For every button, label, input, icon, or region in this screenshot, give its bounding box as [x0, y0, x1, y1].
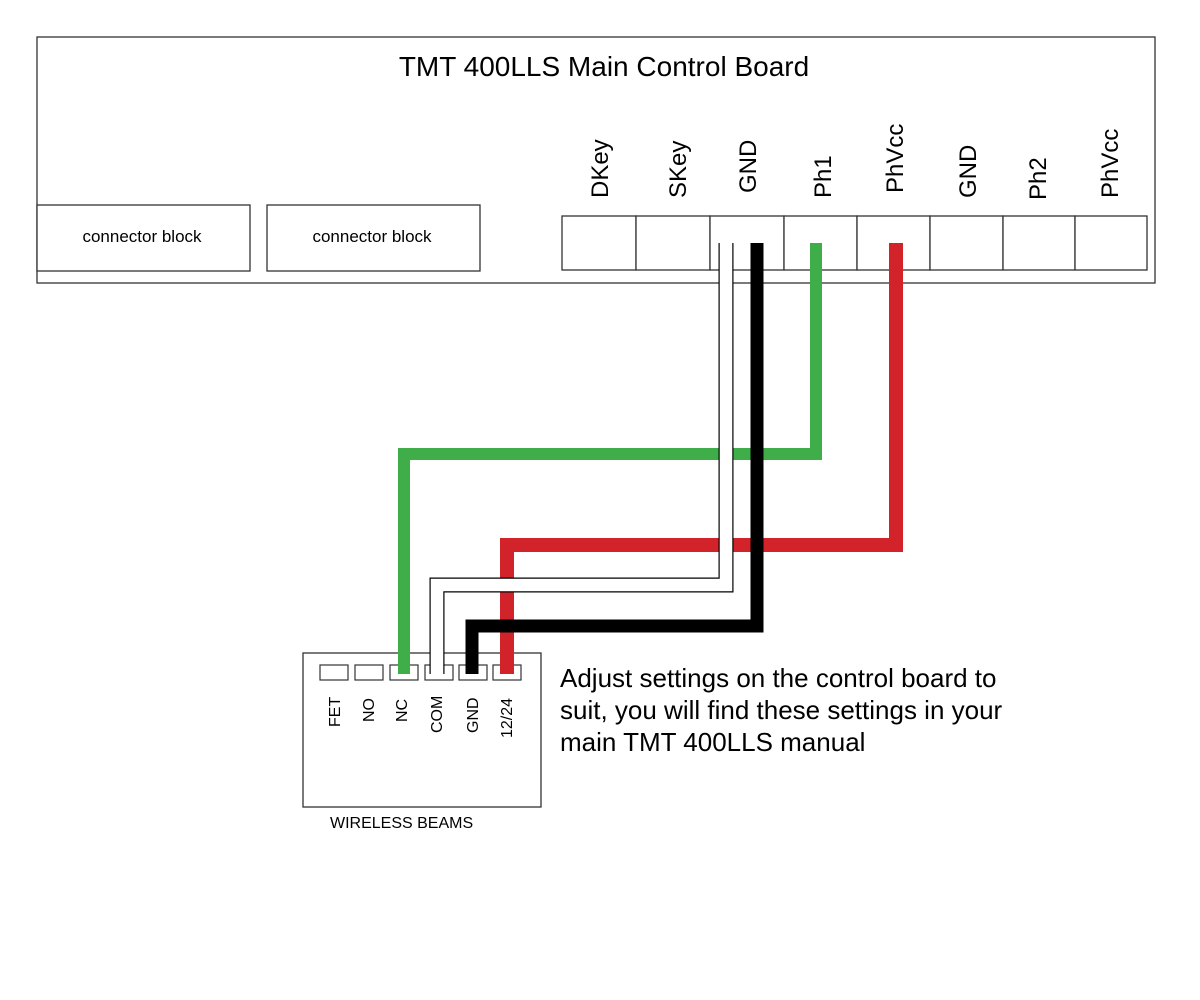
beams-label-nc: NC	[394, 699, 411, 722]
board-terminal-row	[561, 215, 1148, 271]
wire-green-ph1-to-nc	[398, 243, 822, 674]
terminal-gnd-2	[929, 215, 1004, 271]
terminal-label-phvcc-2: PhVcc	[1097, 129, 1124, 198]
wire-white-gnd-to-com	[429, 243, 734, 674]
terminal-label-gnd-1: GND	[735, 140, 762, 193]
terminal-ph2	[1002, 215, 1076, 271]
terminal-label-gnd-2: GND	[955, 145, 982, 198]
terminal-label-ph1: Ph1	[810, 155, 837, 198]
connector-block-1	[36, 204, 251, 272]
beams-label-12-24: 12/24	[499, 698, 516, 738]
terminal-dkey	[561, 215, 637, 271]
wire-black-gnd-to-gnd	[465, 243, 764, 674]
wire-red-phvcc-to-12-24	[500, 243, 903, 674]
wireless-beams-label: WIRELESS BEAMS	[330, 815, 473, 832]
terminal-label-ph2: Ph2	[1025, 157, 1052, 200]
connector-block-1-label: connector block	[82, 227, 202, 246]
terminal-label-skey: SKey	[665, 141, 692, 198]
beams-terminal-no	[354, 664, 384, 681]
terminal-skey	[635, 215, 711, 271]
connector-block-2	[266, 204, 481, 272]
note-line-1: Adjust settings on the control board to	[560, 663, 997, 693]
terminal-label-phvcc-1: PhVcc	[882, 124, 909, 193]
board-title: TMT 400LLS Main Control Board	[399, 51, 809, 82]
beams-label-gnd: GND	[465, 697, 482, 733]
beams-label-com: COM	[429, 696, 446, 733]
note-line-2: suit, you will find these settings in yo…	[560, 695, 1003, 725]
instruction-note: Adjust settings on the control board to …	[560, 662, 1060, 758]
connector-block-2-label: connector block	[312, 227, 432, 246]
terminal-label-dkey: DKey	[587, 139, 614, 198]
note-line-3: main TMT 400LLS manual	[560, 727, 866, 757]
beams-terminal-fet	[319, 664, 349, 681]
beams-label-no: NO	[361, 698, 378, 722]
beams-label-fet: FET	[327, 697, 344, 727]
terminal-phvcc-2	[1074, 215, 1148, 271]
